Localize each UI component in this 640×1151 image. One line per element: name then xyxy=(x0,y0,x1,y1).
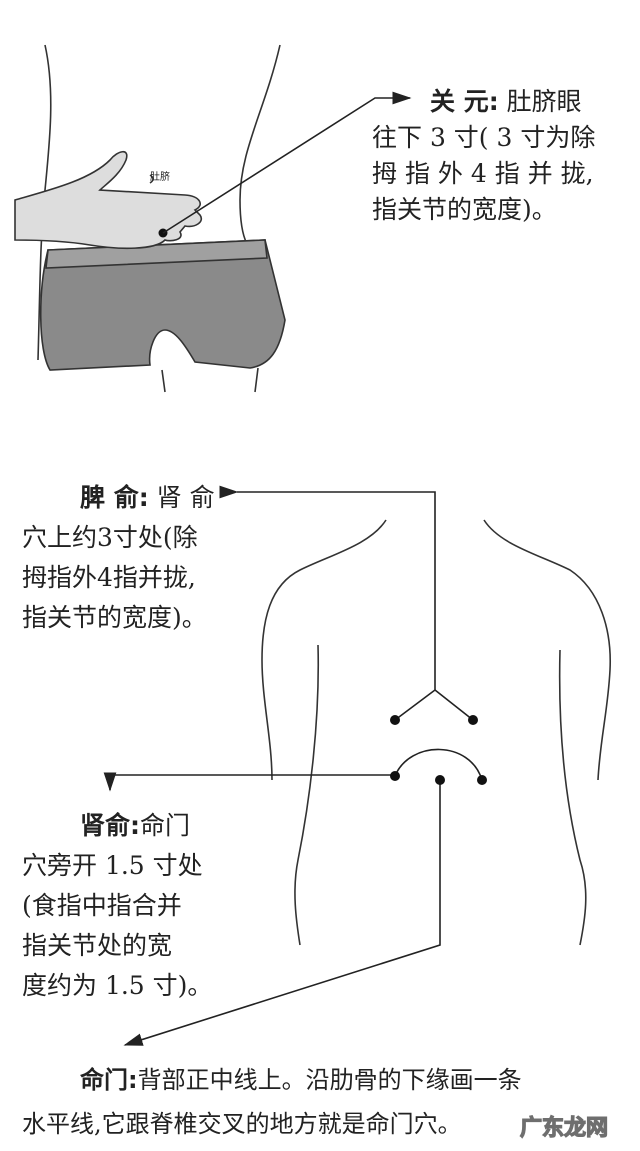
mingmen-point xyxy=(435,775,445,785)
shenshu-line: 度约为 1.5 寸)。 xyxy=(22,971,213,1000)
pishu-line: 指关节的宽度)。 xyxy=(22,603,207,632)
shenshu-point-left xyxy=(390,771,400,781)
shenshu-line: 穴旁开 1.5 寸处 xyxy=(22,851,203,880)
guanyuan-pointer xyxy=(162,91,412,234)
shenshu-point-right xyxy=(477,775,487,785)
shenshu-line: 指关节处的宽 xyxy=(22,931,173,960)
guanyuan-description: 关 元: 肚脐眼 往下 3 寸( 3 寸为除 拇 指 外 4 指 并 拢, 指关… xyxy=(372,84,640,228)
pishu-name: 脾 俞: xyxy=(80,483,149,512)
mingmen-description: 命门:背部正中线上。沿肋骨的下缘画一条 水平线,它跟脊椎交叉的地方就是命门穴。 xyxy=(22,1058,522,1146)
shenshu-name: 肾俞: xyxy=(80,811,140,840)
back-points-lines xyxy=(103,485,483,1046)
pishu-point-left xyxy=(390,715,400,725)
guanyuan-line: 指关节的宽度)。 xyxy=(372,195,557,224)
guanyuan-line: 肚脐眼 xyxy=(506,87,582,116)
pishu-line: 拇指外4指并拢, xyxy=(22,563,196,592)
navel-label: 肚脐 xyxy=(150,172,170,183)
guanyuan-name: 关 元: xyxy=(430,87,499,116)
guanyuan-line: 拇 指 外 4 指 并 拢, xyxy=(372,159,594,188)
front-torso-figure xyxy=(37,44,286,393)
pishu-point-right xyxy=(468,715,478,725)
pishu-line: 肾 俞 xyxy=(156,483,215,512)
watermark: 广东龙网 xyxy=(519,1115,609,1141)
mingmen-name: 命门: xyxy=(80,1066,138,1094)
shenshu-line: 命门 xyxy=(140,811,191,840)
hand-figure xyxy=(14,150,203,250)
shenshu-line: (食指中指合并 xyxy=(22,891,182,920)
back-torso-figure xyxy=(261,519,611,946)
shenshu-description: 肾俞:命门 穴旁开 1.5 寸处 (食指中指合并 指关节处的宽 度约为 1.5 … xyxy=(22,806,212,1006)
guanyuan-line: 往下 3 寸( 3 寸为除 xyxy=(372,123,596,152)
mingmen-line: 背部正中线上。沿肋骨的下缘画一条 xyxy=(137,1066,522,1094)
pishu-line: 穴上约3寸处(除 xyxy=(22,523,198,552)
mingmen-line: 水平线,它跟脊椎交叉的地方就是命门穴。 xyxy=(22,1110,462,1138)
pishu-description: 脾 俞: 肾 俞 穴上约3寸处(除 拇指外4指并拢, 指关节的宽度)。 xyxy=(22,478,215,638)
